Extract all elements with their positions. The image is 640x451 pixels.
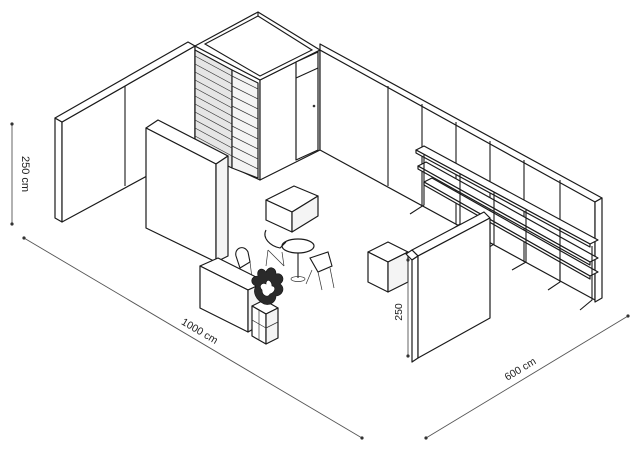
tall-partition-wall — [145, 119, 229, 263]
plant-stand — [251, 299, 279, 345]
height-front-label: 250 — [393, 303, 405, 321]
depth-label: 600 cm — [503, 355, 539, 383]
cube-storage — [367, 241, 409, 293]
slatted-panel — [194, 49, 259, 179]
dimension-height-left: 250 cm — [10, 122, 31, 226]
cube-seat — [265, 185, 319, 233]
wall-shelving — [409, 145, 599, 311]
shelf-tier-lower — [423, 177, 599, 280]
shelf-tier-middle — [417, 161, 599, 266]
chair-1 — [264, 229, 287, 267]
dimension-length: 1000 cm — [22, 236, 364, 440]
height-left-label: 250 cm — [19, 156, 31, 192]
round-table — [281, 238, 315, 282]
storage-door — [295, 51, 319, 161]
chair-2 — [305, 251, 335, 291]
front-partition-wall — [405, 211, 491, 363]
plant — [251, 267, 284, 305]
dimension-height-front: 250 — [393, 258, 410, 358]
